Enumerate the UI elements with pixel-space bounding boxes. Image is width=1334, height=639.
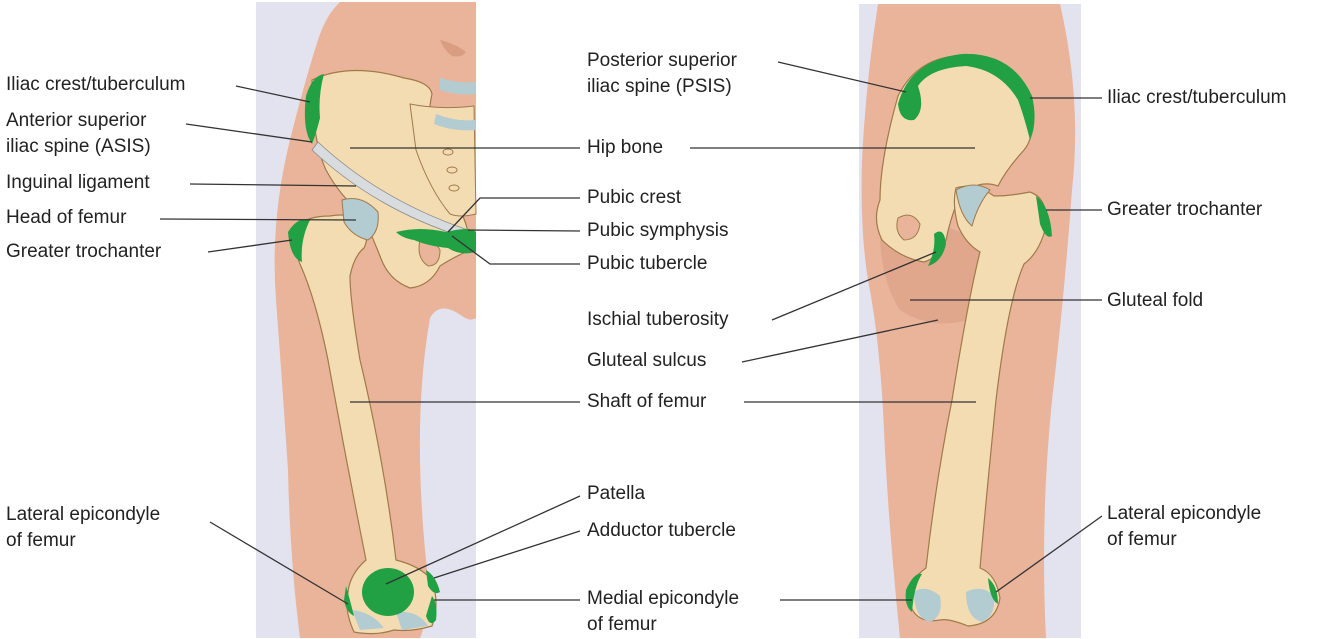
- label-pubic-crest: Pubic crest: [587, 187, 681, 209]
- label-lateral-epicondyle-right-line1: Lateral epicondyle: [1107, 503, 1261, 525]
- label-iliac-crest-right: Iliac crest/tuberculum: [1107, 87, 1287, 109]
- label-pubic-symphysis: Pubic symphysis: [587, 220, 729, 242]
- label-medial-epicondyle-line1: Medial epicondyle: [587, 588, 739, 610]
- label-asis-line1: Anterior superior: [6, 110, 146, 132]
- label-hip-bone: Hip bone: [587, 137, 663, 159]
- posterior-view: [859, 4, 1081, 638]
- label-inguinal-ligament: Inguinal ligament: [6, 172, 150, 194]
- label-gluteal-fold: Gluteal fold: [1107, 290, 1203, 312]
- label-lateral-epicondyle-left-line1: Lateral epicondyle: [6, 504, 160, 526]
- leader-pubic-symphysis: [468, 230, 580, 231]
- label-psis-line1: Posterior superior: [587, 50, 737, 72]
- label-pubic-tubercle: Pubic tubercle: [587, 253, 707, 275]
- label-psis-line2: iliac spine (PSIS): [587, 76, 732, 98]
- label-medial-epicondyle-line2: of femur: [587, 614, 657, 636]
- label-lateral-epicondyle-left-line2: of femur: [6, 530, 76, 552]
- label-greater-trochanter-right: Greater trochanter: [1107, 199, 1262, 221]
- label-shaft-of-femur: Shaft of femur: [587, 391, 706, 413]
- label-patella: Patella: [587, 483, 645, 505]
- label-gluteal-sulcus: Gluteal sulcus: [587, 350, 706, 372]
- label-iliac-crest-left: Iliac crest/tuberculum: [6, 74, 186, 96]
- label-head-of-femur: Head of femur: [6, 207, 126, 229]
- label-adductor-tubercle: Adductor tubercle: [587, 520, 736, 542]
- label-ischial-tuberosity: Ischial tuberosity: [587, 309, 729, 331]
- label-greater-trochanter-left: Greater trochanter: [6, 241, 161, 263]
- label-asis-line2: iliac spine (ASIS): [6, 136, 151, 158]
- label-lateral-epicondyle-right-line2: of femur: [1107, 529, 1177, 551]
